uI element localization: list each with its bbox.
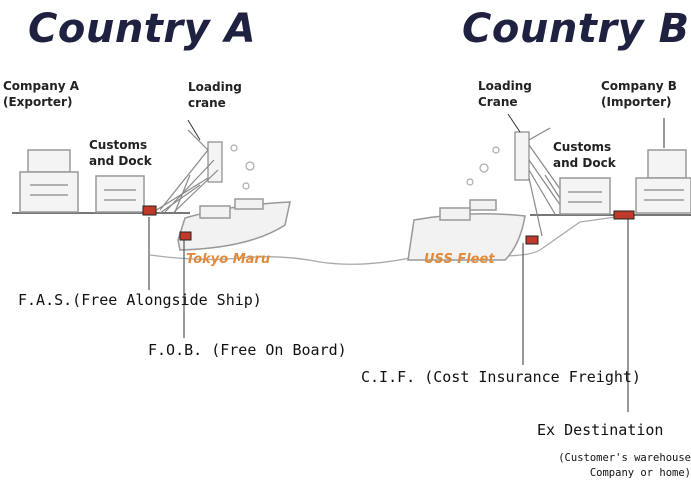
crane-a-label: Loading crane [188, 79, 242, 111]
company-a-label: Company A (Exporter) [3, 78, 79, 110]
company-b-label: Company B (Importer) [601, 78, 691, 110]
crane-b-pointer [508, 114, 520, 132]
ex-destination-note: (Customer's warehouse Company or home) [558, 451, 691, 481]
fas-marker [143, 206, 156, 215]
smoke-a [231, 145, 254, 189]
ship-b [408, 200, 525, 260]
customs-a-building [96, 176, 144, 212]
ex-dest-marker [614, 211, 634, 219]
crane-a-pointer [188, 120, 200, 140]
shore-b [540, 215, 630, 250]
customs-b-label: Customs and Dock [553, 139, 616, 171]
ex-destination-term: Ex Destination [537, 421, 663, 439]
country-b-title: Country B [462, 6, 690, 52]
ship-a [178, 199, 290, 250]
ship-a-name: Tokyo Maru [186, 252, 270, 267]
country-a-title: Country A [28, 6, 256, 52]
crane-b-label: Loading Crane [478, 78, 532, 110]
cif-marker [526, 236, 538, 244]
company-a-building [20, 150, 78, 212]
fob-marker [180, 232, 191, 240]
fob-term: F.O.B. (Free On Board) [148, 341, 347, 359]
customs-a-label: Customs and Dock [89, 137, 152, 169]
cif-term: C.I.F. (Cost Insurance Freight) [361, 368, 641, 386]
smoke-b [467, 147, 499, 185]
crane-a [150, 130, 222, 214]
fas-term: F.A.S.(Free Alongside Ship) [18, 291, 262, 309]
customs-b-building [560, 178, 610, 214]
ship-b-name: USS Fleet [424, 252, 495, 267]
company-b-building [636, 150, 691, 213]
